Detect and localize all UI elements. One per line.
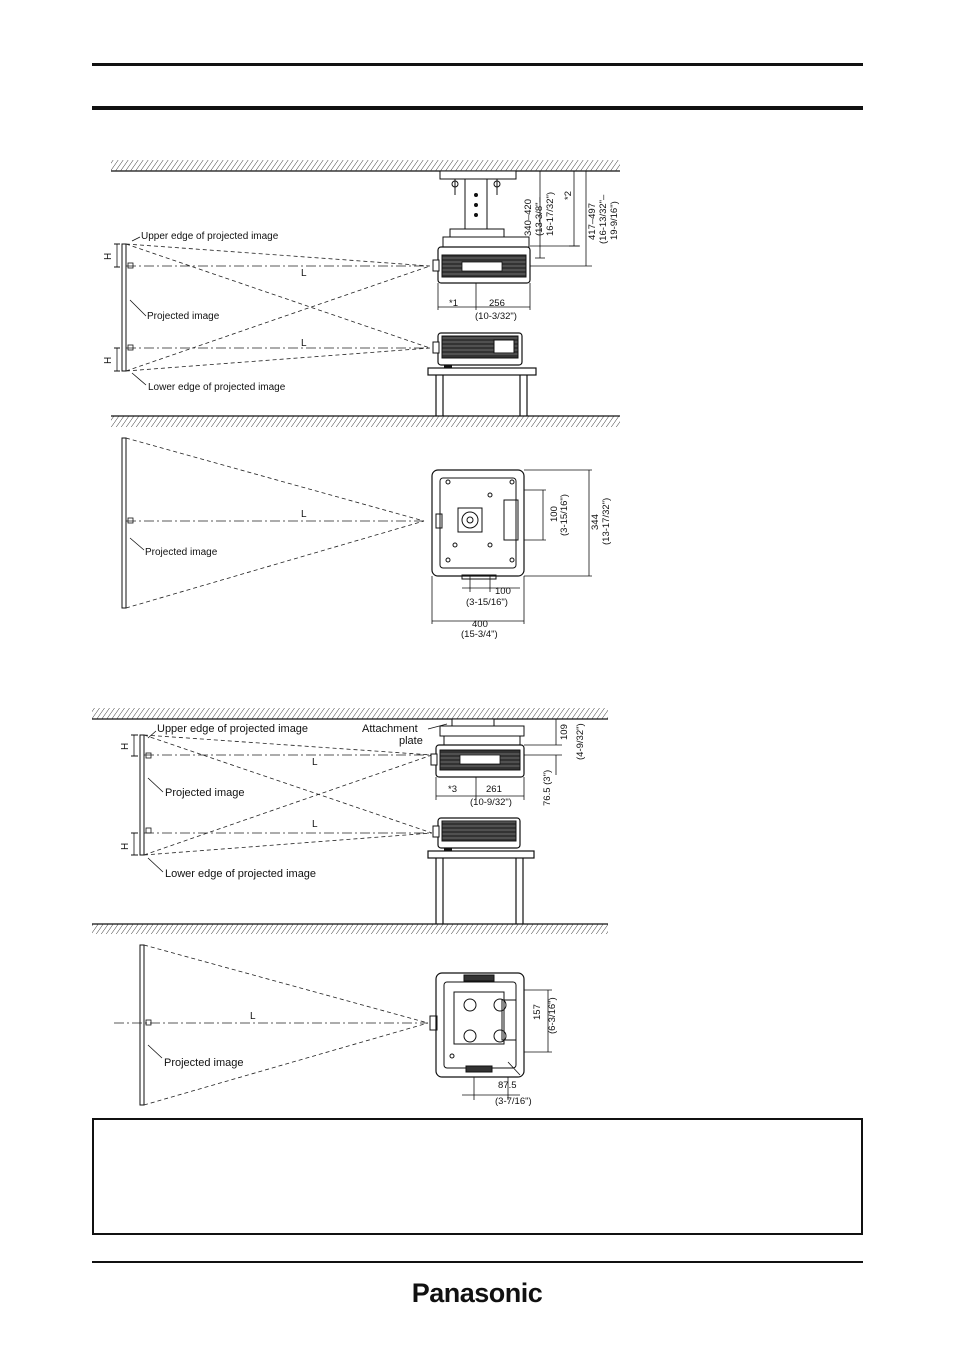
dim-87-5: 87.5 <box>498 1080 517 1091</box>
dim-417-497-in1: (16-13/32"– <box>598 194 609 244</box>
floor-hatch <box>111 416 620 427</box>
dim-340-420-in2: 16-17/32") <box>545 192 556 236</box>
dim-100-top: 100 <box>549 506 560 522</box>
top-rule-2 <box>92 106 863 110</box>
ceiling-hatch <box>111 160 620 171</box>
l-label-upper-2: L <box>312 757 318 768</box>
dim-109-in: (4-9/32") <box>575 723 586 760</box>
dim-340-420: 340–420 <box>523 199 534 236</box>
table-2 <box>427 850 535 924</box>
dim-100-bottom-in: (3-15/16") <box>466 597 508 608</box>
upper-edge-label-2: Upper edge of projected image <box>157 723 308 735</box>
attachment-plate-label-1: Attachment <box>362 723 418 735</box>
dim-417-497: 417–497 <box>587 203 598 240</box>
projector-ceiling-2 <box>430 744 525 778</box>
dim-256: 256 <box>489 298 505 309</box>
dim-256-in: (10-3/32") <box>475 311 517 322</box>
diagram2-side-view: H H L L Upper edge of projected image Pr… <box>92 708 608 934</box>
projected-image-label: Projected image <box>147 311 220 322</box>
ceiling-mount-bracket <box>439 170 530 248</box>
dim-star3: *3 <box>448 784 457 795</box>
screen-2 <box>139 734 145 856</box>
dim-344: 344 <box>590 514 601 530</box>
dim-340-420-in1: (13-3/8"– <box>534 197 545 236</box>
dim-157: 157 <box>532 1004 543 1020</box>
projected-image-label-2: Projected image <box>165 787 245 799</box>
attachment-plate-label-2: plate <box>399 735 423 747</box>
brand-logo: Panasonic <box>411 1278 543 1308</box>
diagram2-top-view: L Projected image 157 (6-3/16 <box>114 944 558 1107</box>
table <box>427 367 537 416</box>
h-label-bottom: H <box>103 357 114 364</box>
projected-image-label-top1: Projected image <box>145 547 218 558</box>
l-label-lower: L <box>301 338 307 349</box>
dim-87-5-in: (3-7/16") <box>495 1096 532 1107</box>
l-label-lower-2: L <box>312 819 318 830</box>
dim-400-in: (15-3/4") <box>461 629 498 640</box>
dim-261: 261 <box>486 784 502 795</box>
projector-table <box>432 332 523 368</box>
screen-top-2 <box>139 944 145 1106</box>
dim-star1: *1 <box>449 298 458 309</box>
projector-ceiling <box>432 246 531 284</box>
projector-top-view1 <box>431 469 525 580</box>
projector-top-view2 <box>429 972 525 1078</box>
h-label-top-2: H <box>120 743 131 750</box>
diagram1-side-view: H H L L Upper edge of projected image Pr… <box>103 160 620 427</box>
projector-table-2 <box>432 817 521 851</box>
dim-261-in: (10-9/32") <box>470 797 512 808</box>
dim-100-top-in: (3-15/16") <box>559 494 570 536</box>
dim-344-in: (13-17/32") <box>601 498 612 545</box>
h-label-top: H <box>103 253 114 260</box>
top-rule-1 <box>92 63 863 66</box>
diagram1-top-view: L Projected image <box>121 437 612 640</box>
lower-edge-label: Lower edge of projected image <box>148 382 286 393</box>
dim-157-in: (6-3/16") <box>547 997 558 1034</box>
l-label-top2: L <box>250 1011 256 1022</box>
screen-top <box>121 437 127 609</box>
upper-edge-label: Upper edge of projected image <box>141 231 279 242</box>
projected-image-label-top2: Projected image <box>164 1057 244 1069</box>
dim-417-497-in2: 19-9/16") <box>609 201 620 240</box>
dim-star2: *2 <box>563 191 574 200</box>
h-label-bottom-2: H <box>120 843 131 850</box>
dim-100-bottom: 100 <box>495 586 511 597</box>
dim-76-5: 76.5 (3") <box>542 770 553 806</box>
footer-rule <box>92 1261 863 1263</box>
dim-400: 400 <box>472 619 488 630</box>
ceiling-hatch-2 <box>92 708 608 719</box>
floor-hatch-2 <box>92 924 608 934</box>
l-label-top1: L <box>301 509 307 520</box>
screen <box>121 243 127 372</box>
dim-109: 109 <box>559 724 570 740</box>
lower-edge-label-2: Lower edge of projected image <box>165 868 316 880</box>
l-label-upper: L <box>301 268 307 279</box>
note-box <box>92 1118 863 1235</box>
attachment-plate <box>439 718 525 746</box>
